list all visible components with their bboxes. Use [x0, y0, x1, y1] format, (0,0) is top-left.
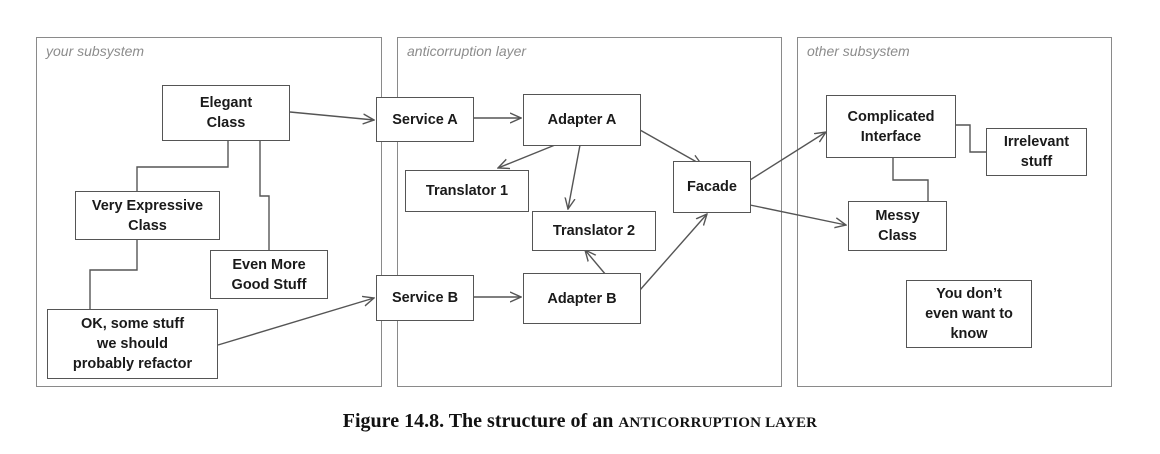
elegant-to-service-a-arrow — [289, 111, 374, 120]
anticorruption-layer-diagram: your subsystem anticorruption layer othe… — [36, 37, 1112, 387]
facade-box: Facade — [673, 161, 751, 213]
caption-emphasis: ANTICORRUPTION LAYER — [618, 415, 818, 431]
adapter-b-to-facade-arrow — [639, 214, 707, 291]
very-expressive-class-box: Very Expressive Class — [75, 191, 220, 240]
complicated-to-messy-link — [892, 157, 929, 201]
very-expressive-to-ok-link — [89, 239, 138, 310]
your-subsystem-label: your subsystem — [46, 43, 145, 59]
other-subsystem-label: other subsystem — [807, 43, 910, 59]
adapter-b-to-translator-2-arrow — [585, 250, 607, 276]
adapter-a-box: Adapter A — [523, 94, 641, 146]
complicated-interface-box: Complicated Interface — [826, 95, 956, 158]
adapter-a-to-facade-arrow — [639, 129, 702, 165]
translator-2-box: Translator 2 — [532, 211, 656, 251]
ok-some-stuff-box: OK, some stuff we should probably refact… — [47, 309, 218, 379]
service-a-box: Service A — [376, 97, 474, 142]
messy-class-box: Messy Class — [848, 201, 947, 251]
elegant-to-even-more-link — [259, 140, 270, 250]
connectors — [89, 111, 987, 346]
adapter-b-box: Adapter B — [523, 273, 641, 324]
ok-stuff-to-service-b-arrow — [217, 298, 374, 346]
you-dont-even-want-to-know-box: You don’t even want to know — [906, 280, 1032, 348]
even-more-good-stuff-box: Even More Good Stuff — [210, 250, 328, 299]
translator-1-box: Translator 1 — [405, 170, 529, 212]
adapter-a-to-translator-1-arrow — [498, 144, 556, 168]
facade-to-complicated-interface-arrow — [749, 132, 826, 181]
complicated-to-irrelevant-link — [955, 124, 987, 153]
service-b-box: Service B — [376, 275, 474, 321]
figure-caption: Figure 14.8. The structure of an ANTICOR… — [0, 410, 1160, 433]
adapter-a-to-translator-2-arrow — [568, 144, 581, 209]
facade-to-messy-class-arrow — [749, 204, 846, 225]
irrelevant-stuff-box: Irrelevant stuff — [986, 128, 1087, 176]
elegant-to-very-expressive-link — [136, 140, 229, 191]
elegant-class-box: Elegant Class — [162, 85, 290, 141]
anticorruption-layer-label: anticorruption layer — [407, 43, 527, 59]
caption-prefix: Figure 14.8. The structure of an — [342, 410, 619, 432]
